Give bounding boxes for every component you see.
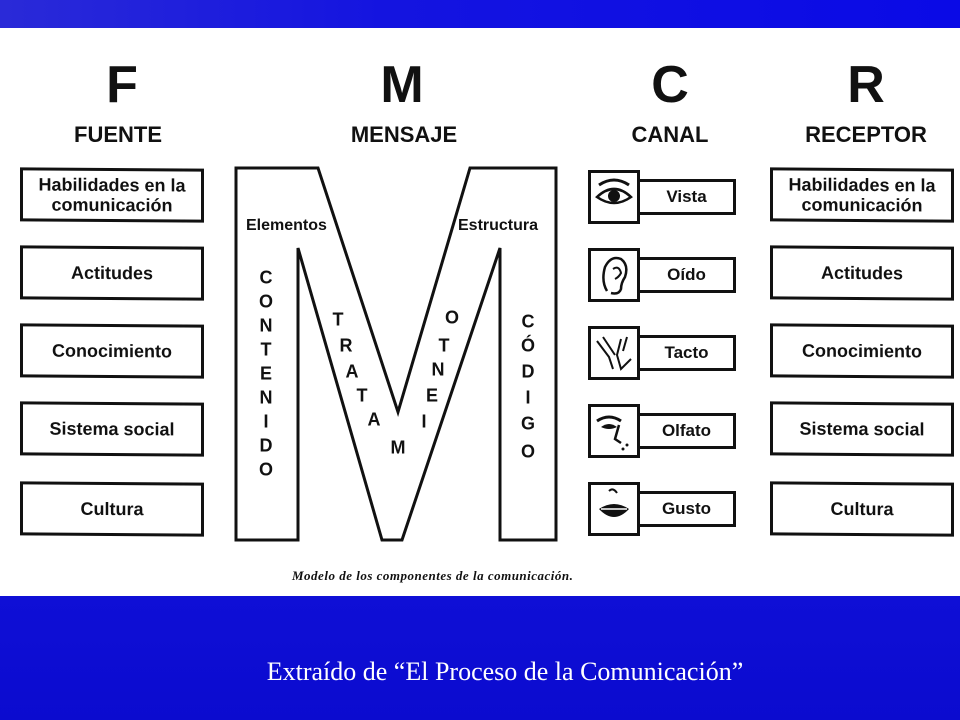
channel-olfato: Olfato [640, 413, 736, 449]
title-fuente: FUENTE [74, 122, 162, 147]
contenido-letter: C [259, 267, 273, 288]
tratamiento-letter: N [431, 359, 445, 380]
channel-vista-icon-box [588, 170, 640, 224]
source-credit: Extraído de “El Proceso de la Comunicaci… [266, 657, 744, 686]
contenido-letter: O [258, 459, 274, 480]
letter-fuente: F [106, 56, 138, 114]
codigo-letter: I [525, 387, 531, 408]
tratamiento-letter: I [421, 411, 427, 432]
channel-tacto: Tacto [640, 335, 736, 371]
mouth-icon [599, 488, 629, 517]
channel-gusto-icon-box [588, 482, 640, 536]
message-elementos: Elementos [246, 217, 327, 234]
tratamiento-letter: E [425, 385, 439, 406]
codigo-letter: C [521, 311, 535, 332]
eye-icon [595, 178, 633, 205]
tratamiento-letter: A [367, 409, 381, 430]
contenido-letter: N [259, 387, 273, 408]
contenido-letter: D [259, 435, 273, 456]
tratamiento-letter: A [345, 361, 359, 382]
message-estructura: Estructura [458, 217, 539, 234]
letter-canal: C [651, 56, 689, 114]
codigo-letter: G [520, 413, 536, 434]
tratamiento-letter: M [390, 437, 406, 458]
channel-gusto: Gusto [640, 491, 736, 527]
contenido-letter: O [258, 291, 274, 312]
nose-icon [596, 415, 629, 451]
codigo-letter: Ó [520, 335, 536, 356]
tratamiento-letter: O [444, 307, 460, 328]
title-canal: CANAL [631, 122, 709, 147]
letter-mensaje: M [380, 56, 424, 114]
ear-icon [602, 256, 628, 295]
codigo-letter: D [521, 361, 535, 382]
contenido-letter: E [259, 363, 273, 384]
letter-receptor: R [847, 56, 885, 114]
contenido-letter: N [259, 315, 273, 336]
channel-oido-icon-box [588, 248, 640, 302]
tratamiento-letter: T [356, 385, 368, 406]
title-receptor: RECEPTOR [805, 122, 927, 147]
top-band [0, 0, 960, 28]
tratamiento-letter: T [332, 309, 344, 330]
diagram-caption: Modelo de los componentes de la comunica… [292, 568, 574, 583]
bottom-band [0, 596, 960, 720]
contenido-letter: T [260, 339, 272, 360]
title-mensaje: MENSAJE [350, 122, 458, 147]
hands-icon [596, 336, 632, 371]
channel-tacto-icon-box [588, 326, 640, 380]
tratamiento-letter: T [438, 335, 450, 356]
contenido-letter: I [263, 411, 269, 432]
channel-oido: Oído [640, 257, 736, 293]
channel-vista: Vista [640, 179, 736, 215]
codigo-letter: O [520, 441, 536, 462]
tratamiento-letter: R [339, 335, 353, 356]
channel-olfato-icon-box [588, 404, 640, 458]
